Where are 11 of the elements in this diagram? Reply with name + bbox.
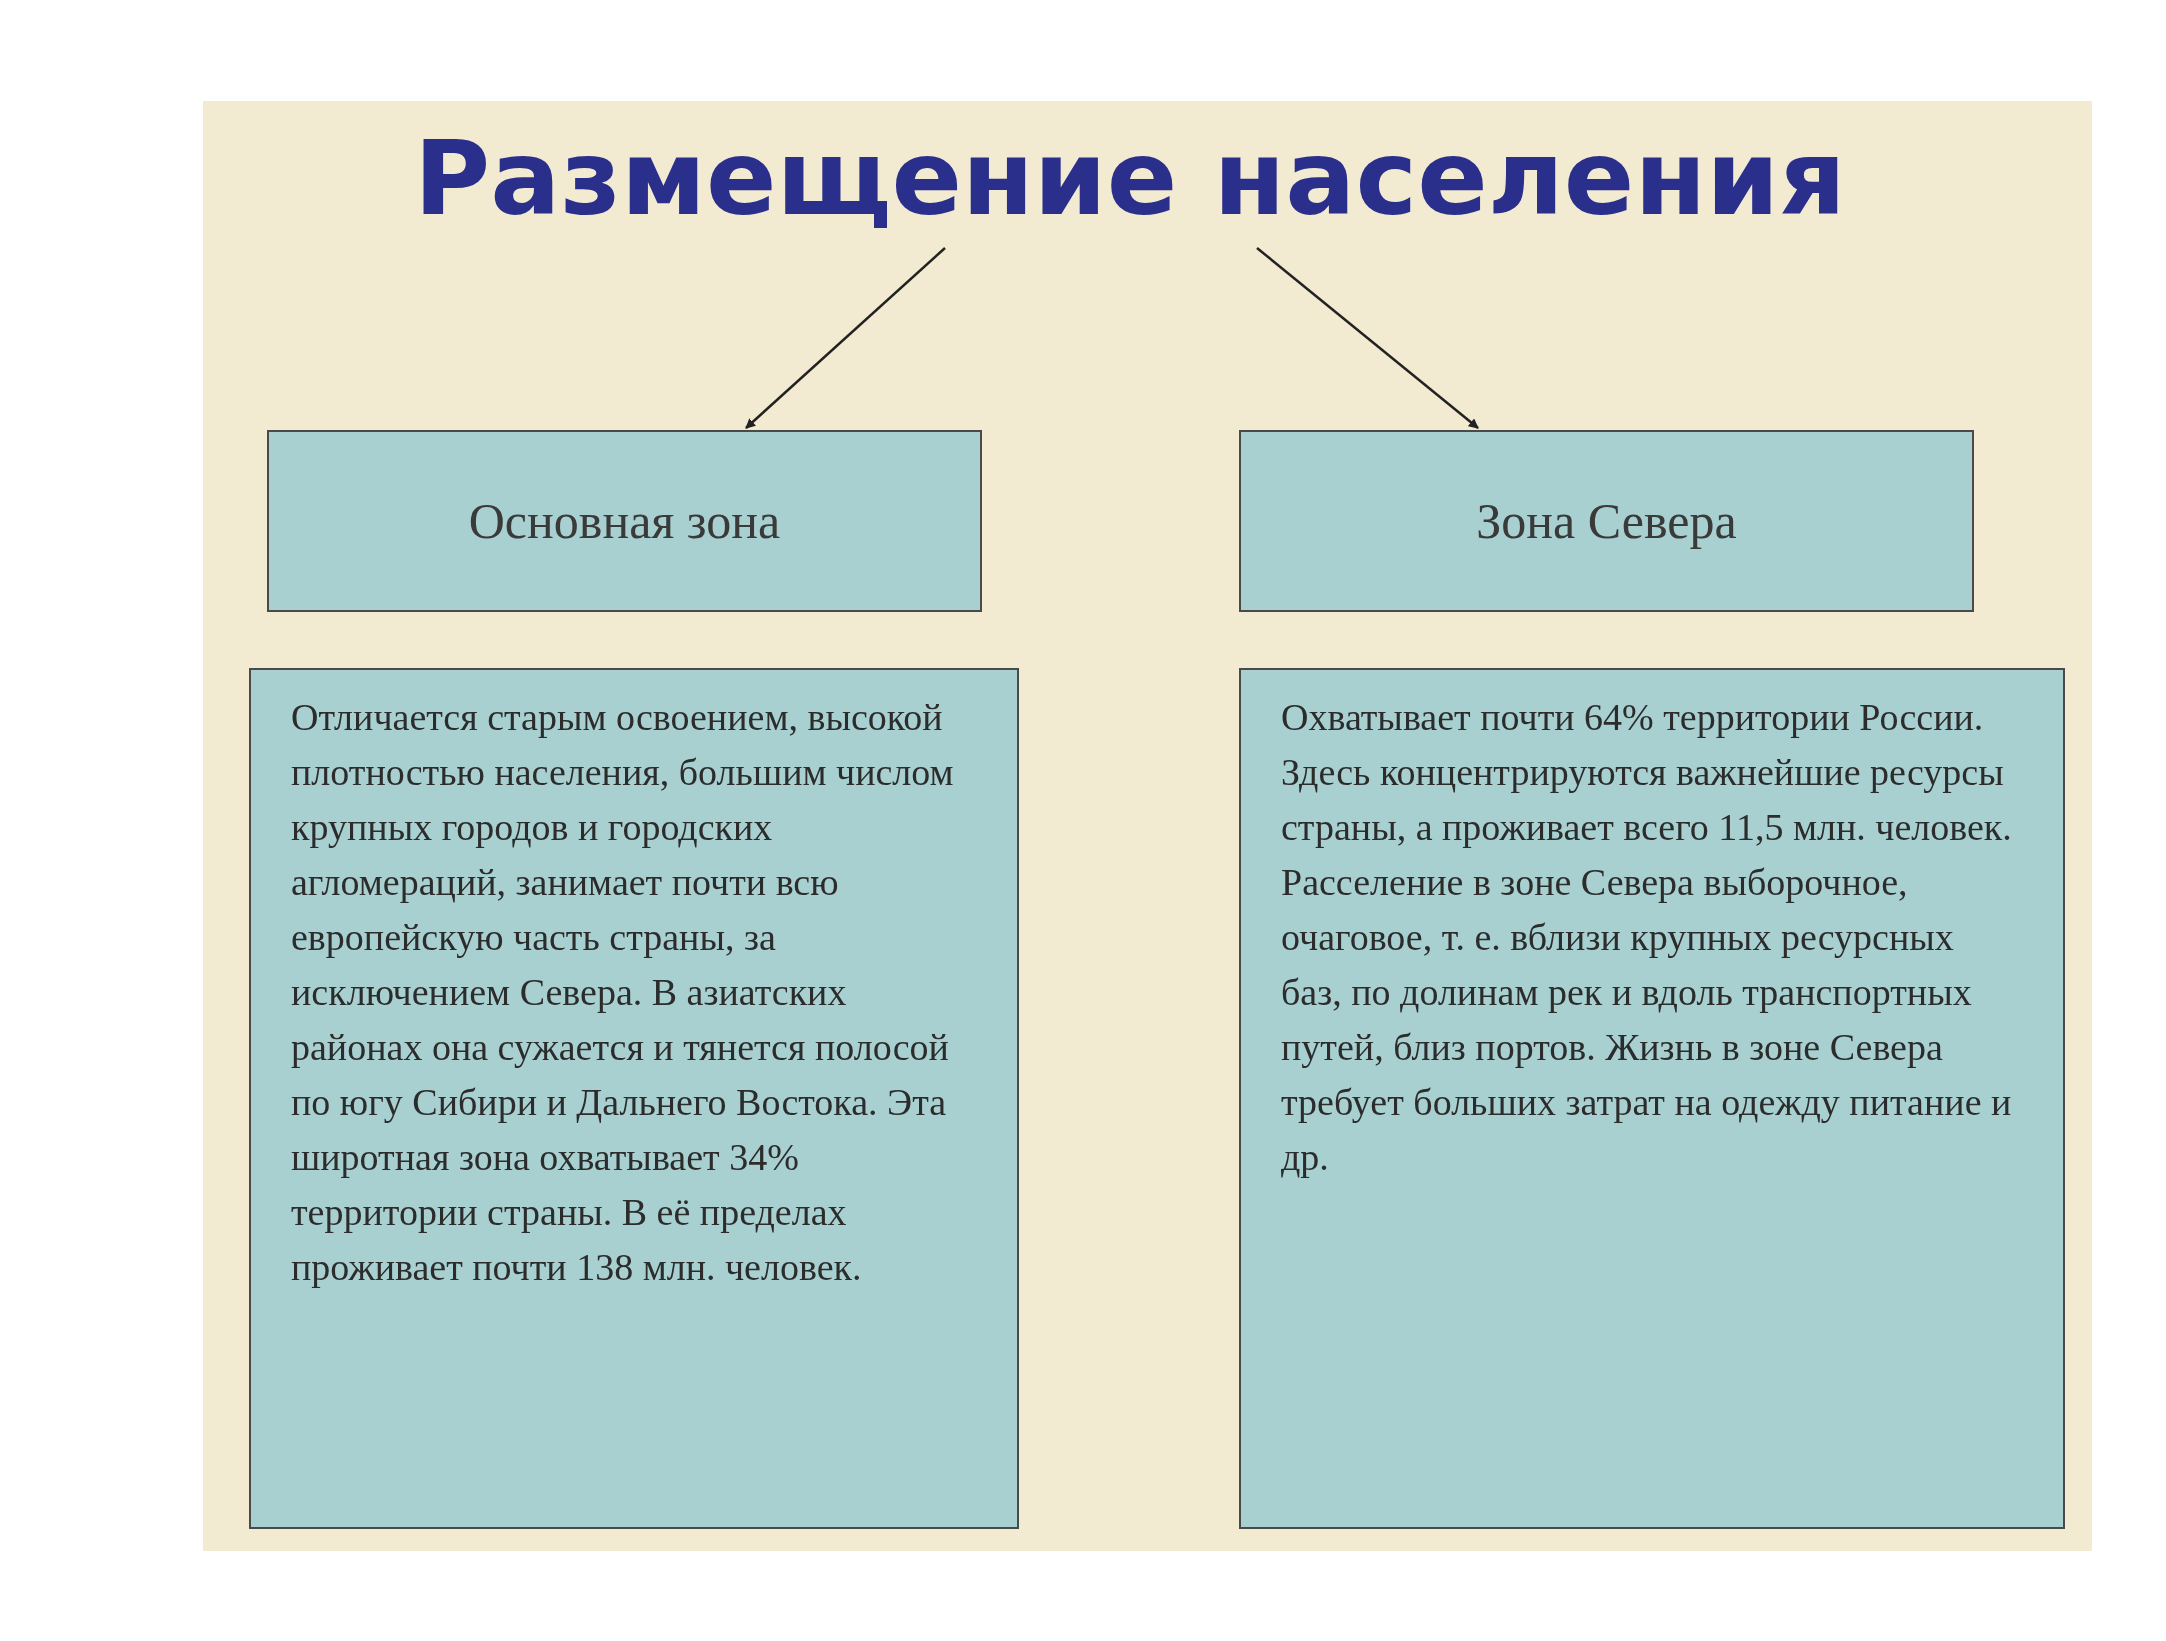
zone-box <box>1239 430 1974 612</box>
arrow <box>745 247 946 429</box>
arrow <box>1256 247 1479 429</box>
zone-name: Основная зона <box>468 491 781 551</box>
description-box <box>1239 668 2065 1529</box>
heading: Размещение населения <box>414 125 1846 230</box>
description-box <box>249 668 1019 1529</box>
description-text: Отличается старым освоением, высокой плотностью населения, большим числом крупных городов и городских агломераций, занимает почти всю европейскую часть страны, за исключением Севера. В азиатских районах она сужается и тянется полосой по югу Сибири и Дальнего Востока. Эта широтная зона охватывает 34% территории страны. В её пределах проживает почти 138 млн. человек. <box>291 696 954 1288</box>
zone-name: Зона Севера <box>1476 491 1737 551</box>
zone-box <box>267 430 982 612</box>
description-text: Охватывает почти 64% территории России. Здесь концентрируются важнейшие ресурсы страны, а проживает всего 11,5 млн. человек. Расселение в зоне Севера выборочное, очаговое, т. е. вблизи крупных ресурсных баз, по долинам рек и вдоль транспортных путей, близ портов. Жизнь в зоне Севера требует больших затрат на одежду питание и др. <box>1281 696 2012 1178</box>
